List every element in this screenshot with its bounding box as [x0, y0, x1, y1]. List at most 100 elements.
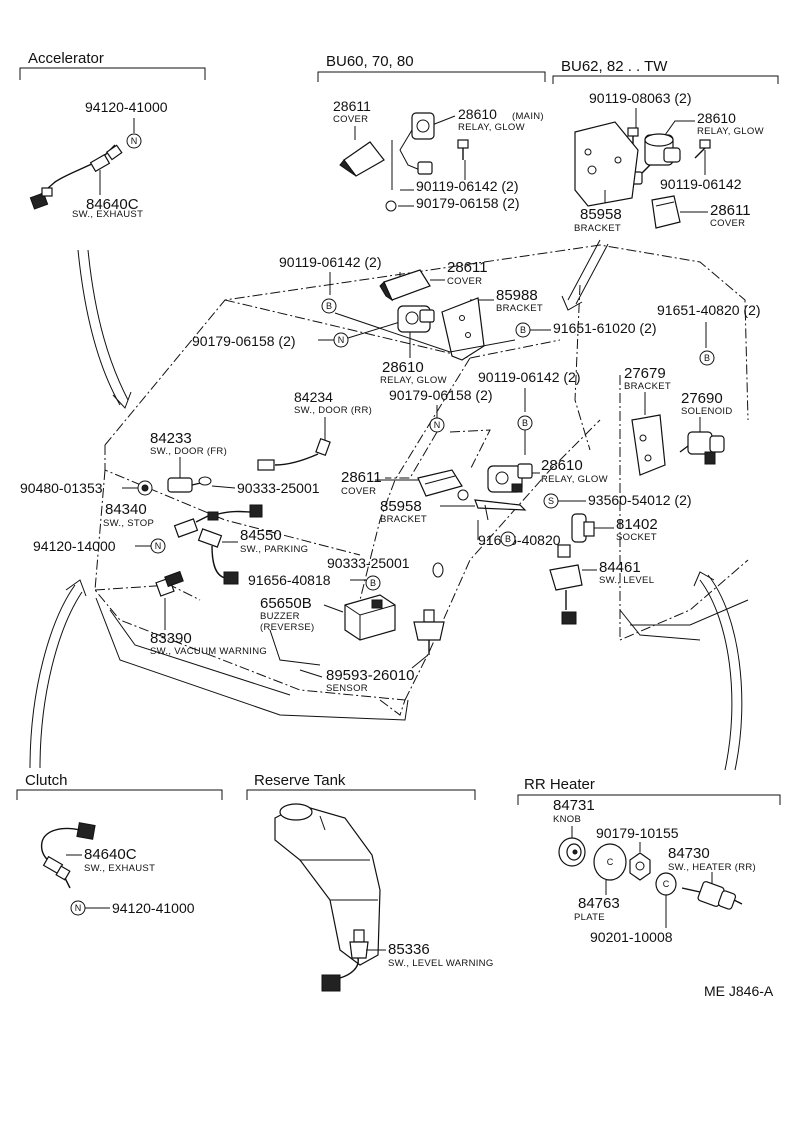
bracket-icon [474, 499, 527, 521]
callout-90333-25001-b: 90333-25001 [327, 555, 410, 571]
callout-65650b: 65650B [260, 595, 312, 612]
arrow-rr-heater [693, 571, 743, 771]
bolt-icon [457, 139, 469, 160]
svg-text:BRACKET: BRACKET [496, 303, 543, 314]
svg-text:SOCKET: SOCKET [616, 532, 657, 543]
svg-text:RR Heater: RR Heater [524, 776, 595, 793]
callout-85958: 85958 [380, 498, 422, 515]
svg-text:BU60, 70, 80: BU60, 70, 80 [326, 53, 414, 70]
svg-text:COVER: COVER [333, 114, 368, 125]
stop-switch-icon [173, 504, 263, 538]
callout-90179-06158: 90179-06158 (2) [192, 333, 296, 349]
callout-84340: 84340 [105, 501, 147, 518]
relay-cover-icon [417, 469, 469, 501]
arrow-clutch [29, 579, 87, 769]
sensor-icon [413, 609, 445, 655]
callout-85958: 85958 [580, 206, 622, 223]
svg-text:PLATE: PLATE [574, 912, 605, 923]
relay-cover-icon [379, 269, 431, 302]
bolt-icon [694, 139, 711, 159]
callout-28610-main: 28610 [458, 106, 497, 122]
svg-text:BRACKET: BRACKET [624, 381, 671, 392]
svg-text:(MAIN): (MAIN) [512, 111, 544, 122]
callout-90119-06142: 90119-06142 [660, 176, 742, 192]
callout-84550: 84550 [240, 527, 282, 544]
callout-90480-01353: 90480-01353 [20, 480, 103, 496]
callout-94120-41000: 94120-41000 [112, 900, 195, 916]
callout-28611: 28611 [447, 259, 488, 276]
callout-84233: 84233 [150, 430, 192, 447]
callout-90119-06142: 90119-06142 (2) [416, 178, 518, 194]
callout-84730: 84730 [668, 845, 710, 862]
arrow-accelerator [77, 249, 132, 409]
section-header-rr-heater: RR Heater [517, 776, 781, 805]
svg-text:B: B [326, 301, 332, 311]
svg-text:N: N [434, 420, 441, 430]
vehicle-body-outline [94, 244, 749, 721]
callout-27679: 27679 [624, 365, 666, 382]
svg-text:N: N [155, 541, 162, 551]
svg-text:SW., PARKING: SW., PARKING [240, 544, 308, 555]
solenoid-icon [679, 431, 725, 465]
section-header-bu62: BU62, 82 . . TW [552, 58, 779, 84]
diagram-code: ME J846-A [704, 983, 774, 999]
svg-text:RELAY, GLOW: RELAY, GLOW [697, 126, 764, 137]
relay-cover-icon [651, 195, 681, 229]
callout-89593-26010: 89593-26010 [326, 667, 414, 684]
svg-text:(REVERSE): (REVERSE) [260, 622, 314, 633]
callout-91656-40818: 91656-40818 [248, 572, 331, 588]
callout-91656-40820: 91656-40820 [478, 532, 561, 548]
callout-91651-61020: 91651-61020 (2) [553, 320, 657, 336]
callout-85988: 85988 [496, 287, 538, 304]
callout-84640c: 84640C [84, 846, 137, 863]
glow-relay-icon [399, 112, 435, 175]
o-ring-icon [432, 562, 444, 578]
callout-28611-b: 28611 [341, 469, 382, 486]
callout-93560-54012: 93560-54012 (2) [588, 492, 692, 508]
marker-n [126, 133, 142, 149]
knob-icon [558, 837, 586, 867]
nut-icon [629, 852, 651, 881]
door-switch-icon [167, 476, 212, 493]
parking-switch-icon [197, 528, 239, 585]
svg-text:SW., VACUUM WARNING: SW., VACUUM WARNING [150, 646, 267, 657]
svg-text:C: C [607, 857, 614, 867]
svg-text:COVER: COVER [447, 276, 482, 287]
marker-b [500, 531, 516, 547]
callout-90119-08063: 90119-08063 (2) [589, 90, 691, 106]
svg-text:C: C [663, 879, 670, 889]
callout-91651-40820: 91651-40820 (2) [657, 302, 761, 318]
svg-text:SW., EXHAUST: SW., EXHAUST [72, 209, 143, 220]
callout-90119-06142-b: 90119-06142 (2) [478, 369, 580, 385]
heater-switch-icon [681, 881, 743, 910]
svg-text:SOLENOID: SOLENOID [681, 406, 733, 417]
svg-text:B: B [520, 325, 526, 335]
callout-84763: 84763 [578, 895, 620, 912]
section-header-reserve-tank: Reserve Tank [246, 772, 476, 800]
svg-text:SENSOR: SENSOR [326, 683, 368, 694]
callout-84731: 84731 [553, 797, 595, 814]
marker-b [365, 575, 381, 591]
svg-text:SW., EXHAUST: SW., EXHAUST [84, 863, 155, 874]
svg-text:Clutch: Clutch [25, 772, 68, 789]
svg-text:BUZZER: BUZZER [260, 611, 300, 622]
section-header-accelerator: Accelerator [19, 50, 206, 80]
svg-text:RELAY, GLOW: RELAY, GLOW [458, 122, 525, 133]
callout-81402: 81402 [616, 516, 658, 533]
exhaust-switch-icon [40, 822, 96, 889]
reserve-tank-icon [274, 803, 381, 966]
section-header-bu60: BU60, 70, 80 [317, 53, 546, 82]
callout-28610-b: 28610 [541, 457, 583, 474]
callout-27690: 27690 [681, 390, 723, 407]
rr-heater-group: 84731 KNOB 90179-10155 84730 SW., HEATER… [553, 797, 756, 945]
marker-b [699, 350, 715, 366]
arrow-bu62 [561, 239, 609, 311]
callout-90179-10155: 90179-10155 [596, 825, 679, 841]
callout-85336: 85336 [388, 941, 430, 958]
reserve-tank-group: 85336 SW., LEVEL WARNING [274, 803, 493, 992]
callout-94120-41000: 94120-41000 [85, 99, 168, 115]
exhaust-switch-icon [29, 144, 123, 210]
svg-text:BRACKET: BRACKET [574, 223, 621, 234]
section-header-clutch: Clutch [16, 772, 223, 800]
